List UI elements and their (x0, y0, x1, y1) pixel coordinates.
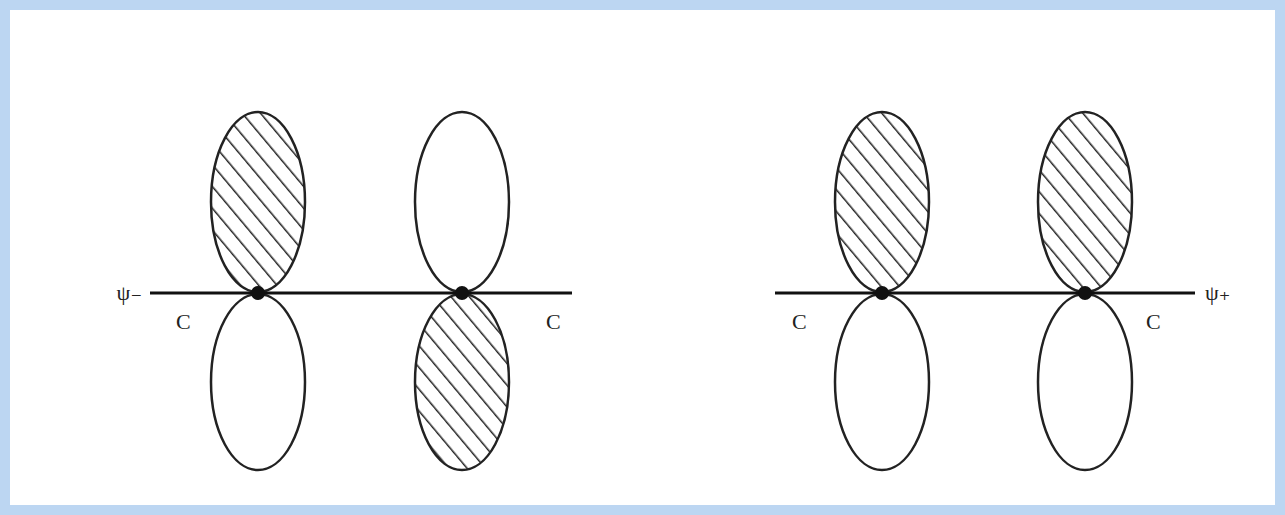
p-lobe (835, 112, 929, 292)
p-lobe (835, 294, 929, 470)
atom-label: C (176, 311, 191, 333)
nucleus-dot (875, 286, 889, 300)
p-lobe (1038, 294, 1132, 470)
atom-label: C (792, 311, 807, 333)
bond-axis (150, 292, 572, 295)
atom-label: C (546, 311, 561, 333)
p-lobe (211, 112, 305, 292)
p-lobe (415, 294, 509, 470)
wavefunction-label: ψ₊ (1205, 282, 1230, 304)
p-lobe (211, 294, 305, 470)
atom-label: C (1146, 311, 1161, 333)
nucleus-dot (251, 286, 265, 300)
wavefunction-label: ψ₋ (117, 282, 142, 304)
bond-axis (775, 292, 1195, 295)
nucleus-dot (455, 286, 469, 300)
p-lobe (1038, 112, 1132, 292)
nucleus-dot (1078, 286, 1092, 300)
p-lobe (415, 112, 509, 292)
